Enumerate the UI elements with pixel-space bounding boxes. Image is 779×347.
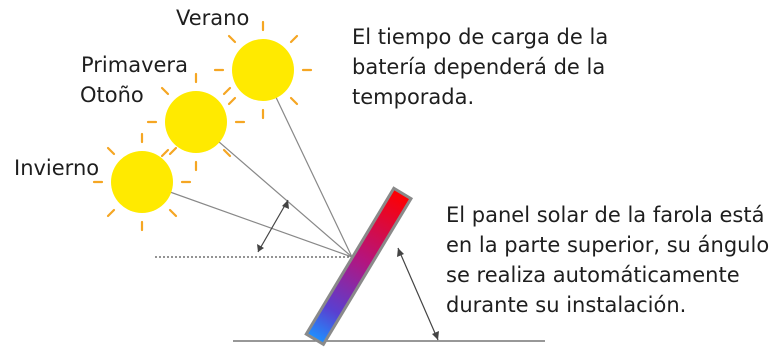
charge-time-text: El tiempo de carga de la batería depende…	[352, 22, 608, 112]
autumn-label: Otoño	[80, 83, 144, 107]
panel-description-line-3: se realiza automáticamente	[446, 263, 740, 287]
panel-description-line-4: durante su instalación.	[446, 293, 687, 317]
sun-angle-arrowhead-bottom	[257, 244, 264, 252]
spring-autumn-sun-icon	[146, 72, 246, 172]
panel-description-line-1: El panel solar de la farola está	[446, 203, 765, 227]
summer-sun-icon	[213, 20, 313, 120]
spring-autumn-ray-line	[195, 121, 353, 258]
winter-label: Invierno	[14, 156, 100, 180]
summer-ray-line	[262, 69, 353, 258]
charge-time-line-2: batería dependerá de la	[352, 55, 606, 79]
solar-panel	[304, 186, 414, 347]
panel-angle-arrowhead-top	[397, 248, 404, 257]
panel-angle-arrowhead-bottom	[432, 331, 439, 340]
sun-angle-arrowhead-top	[282, 200, 289, 209]
panel-description-text: El panel solar de la farola está en la p…	[446, 200, 769, 320]
sun-angle-arrow	[257, 199, 289, 253]
panel-angle-arrow	[397, 247, 439, 341]
panel-description-line-2: en la parte superior, su ángulo	[446, 233, 770, 257]
winter-sun-icon	[92, 132, 192, 232]
spring-label: Primavera	[81, 53, 188, 77]
summer-label: Verano	[176, 6, 250, 30]
charge-time-line-3: temporada.	[352, 85, 475, 109]
charge-time-line-1: El tiempo de carga de la	[352, 25, 609, 49]
winter-ray-line	[141, 181, 353, 258]
